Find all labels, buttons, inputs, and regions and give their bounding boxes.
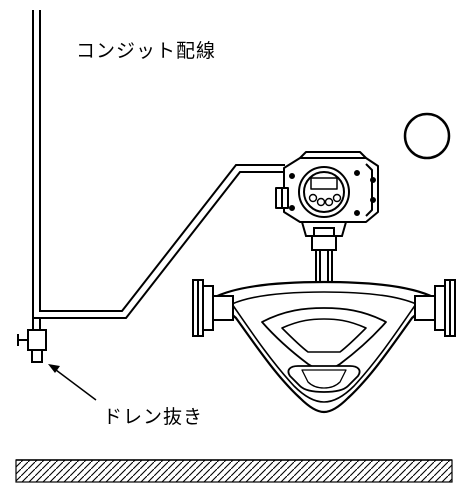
flow-sensor: [211, 280, 437, 414]
transmitter-neck: [300, 221, 348, 287]
drain-arrow: [48, 364, 97, 401]
drain-label: ドレン抜き: [103, 406, 204, 428]
drain-fitting: [17, 318, 47, 363]
conduit-wiring-label: コンジット配線: [76, 40, 217, 62]
right-flange: [414, 279, 456, 337]
circle-ok-icon: [403, 112, 451, 160]
conduit-pipe: [32, 10, 285, 319]
left-flange: [192, 279, 234, 337]
ground-floor: [15, 459, 453, 483]
transmitter: [275, 151, 379, 223]
